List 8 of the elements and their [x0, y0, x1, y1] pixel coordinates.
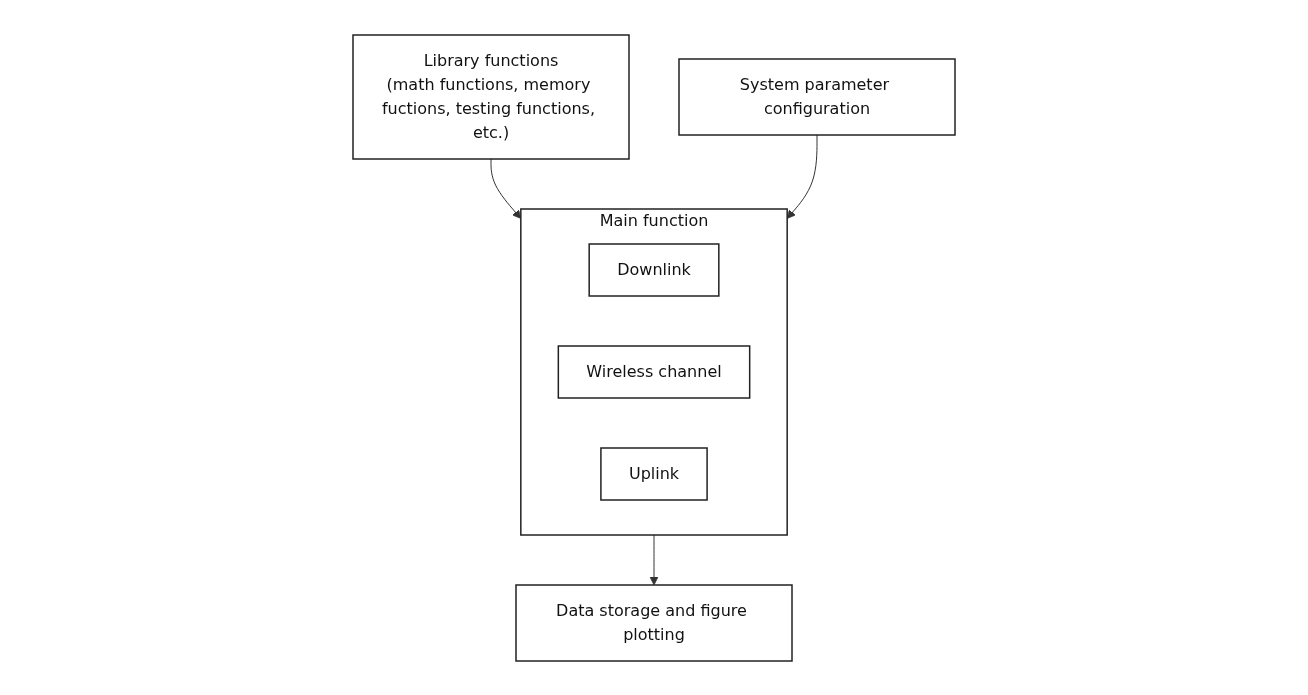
node-box: Library functions (math functions, memory fuctions, testing functions, etc.) [352, 33, 630, 160]
node-box: Wireless channel [557, 344, 751, 399]
node-box: Downlink [588, 242, 720, 297]
node-box: Uplink [600, 446, 708, 501]
node-box: System parameter configuration [678, 57, 956, 136]
arrow [786, 134, 818, 219]
arrow [649, 534, 659, 585]
node-box: Data storage and figure plotting [515, 583, 793, 662]
